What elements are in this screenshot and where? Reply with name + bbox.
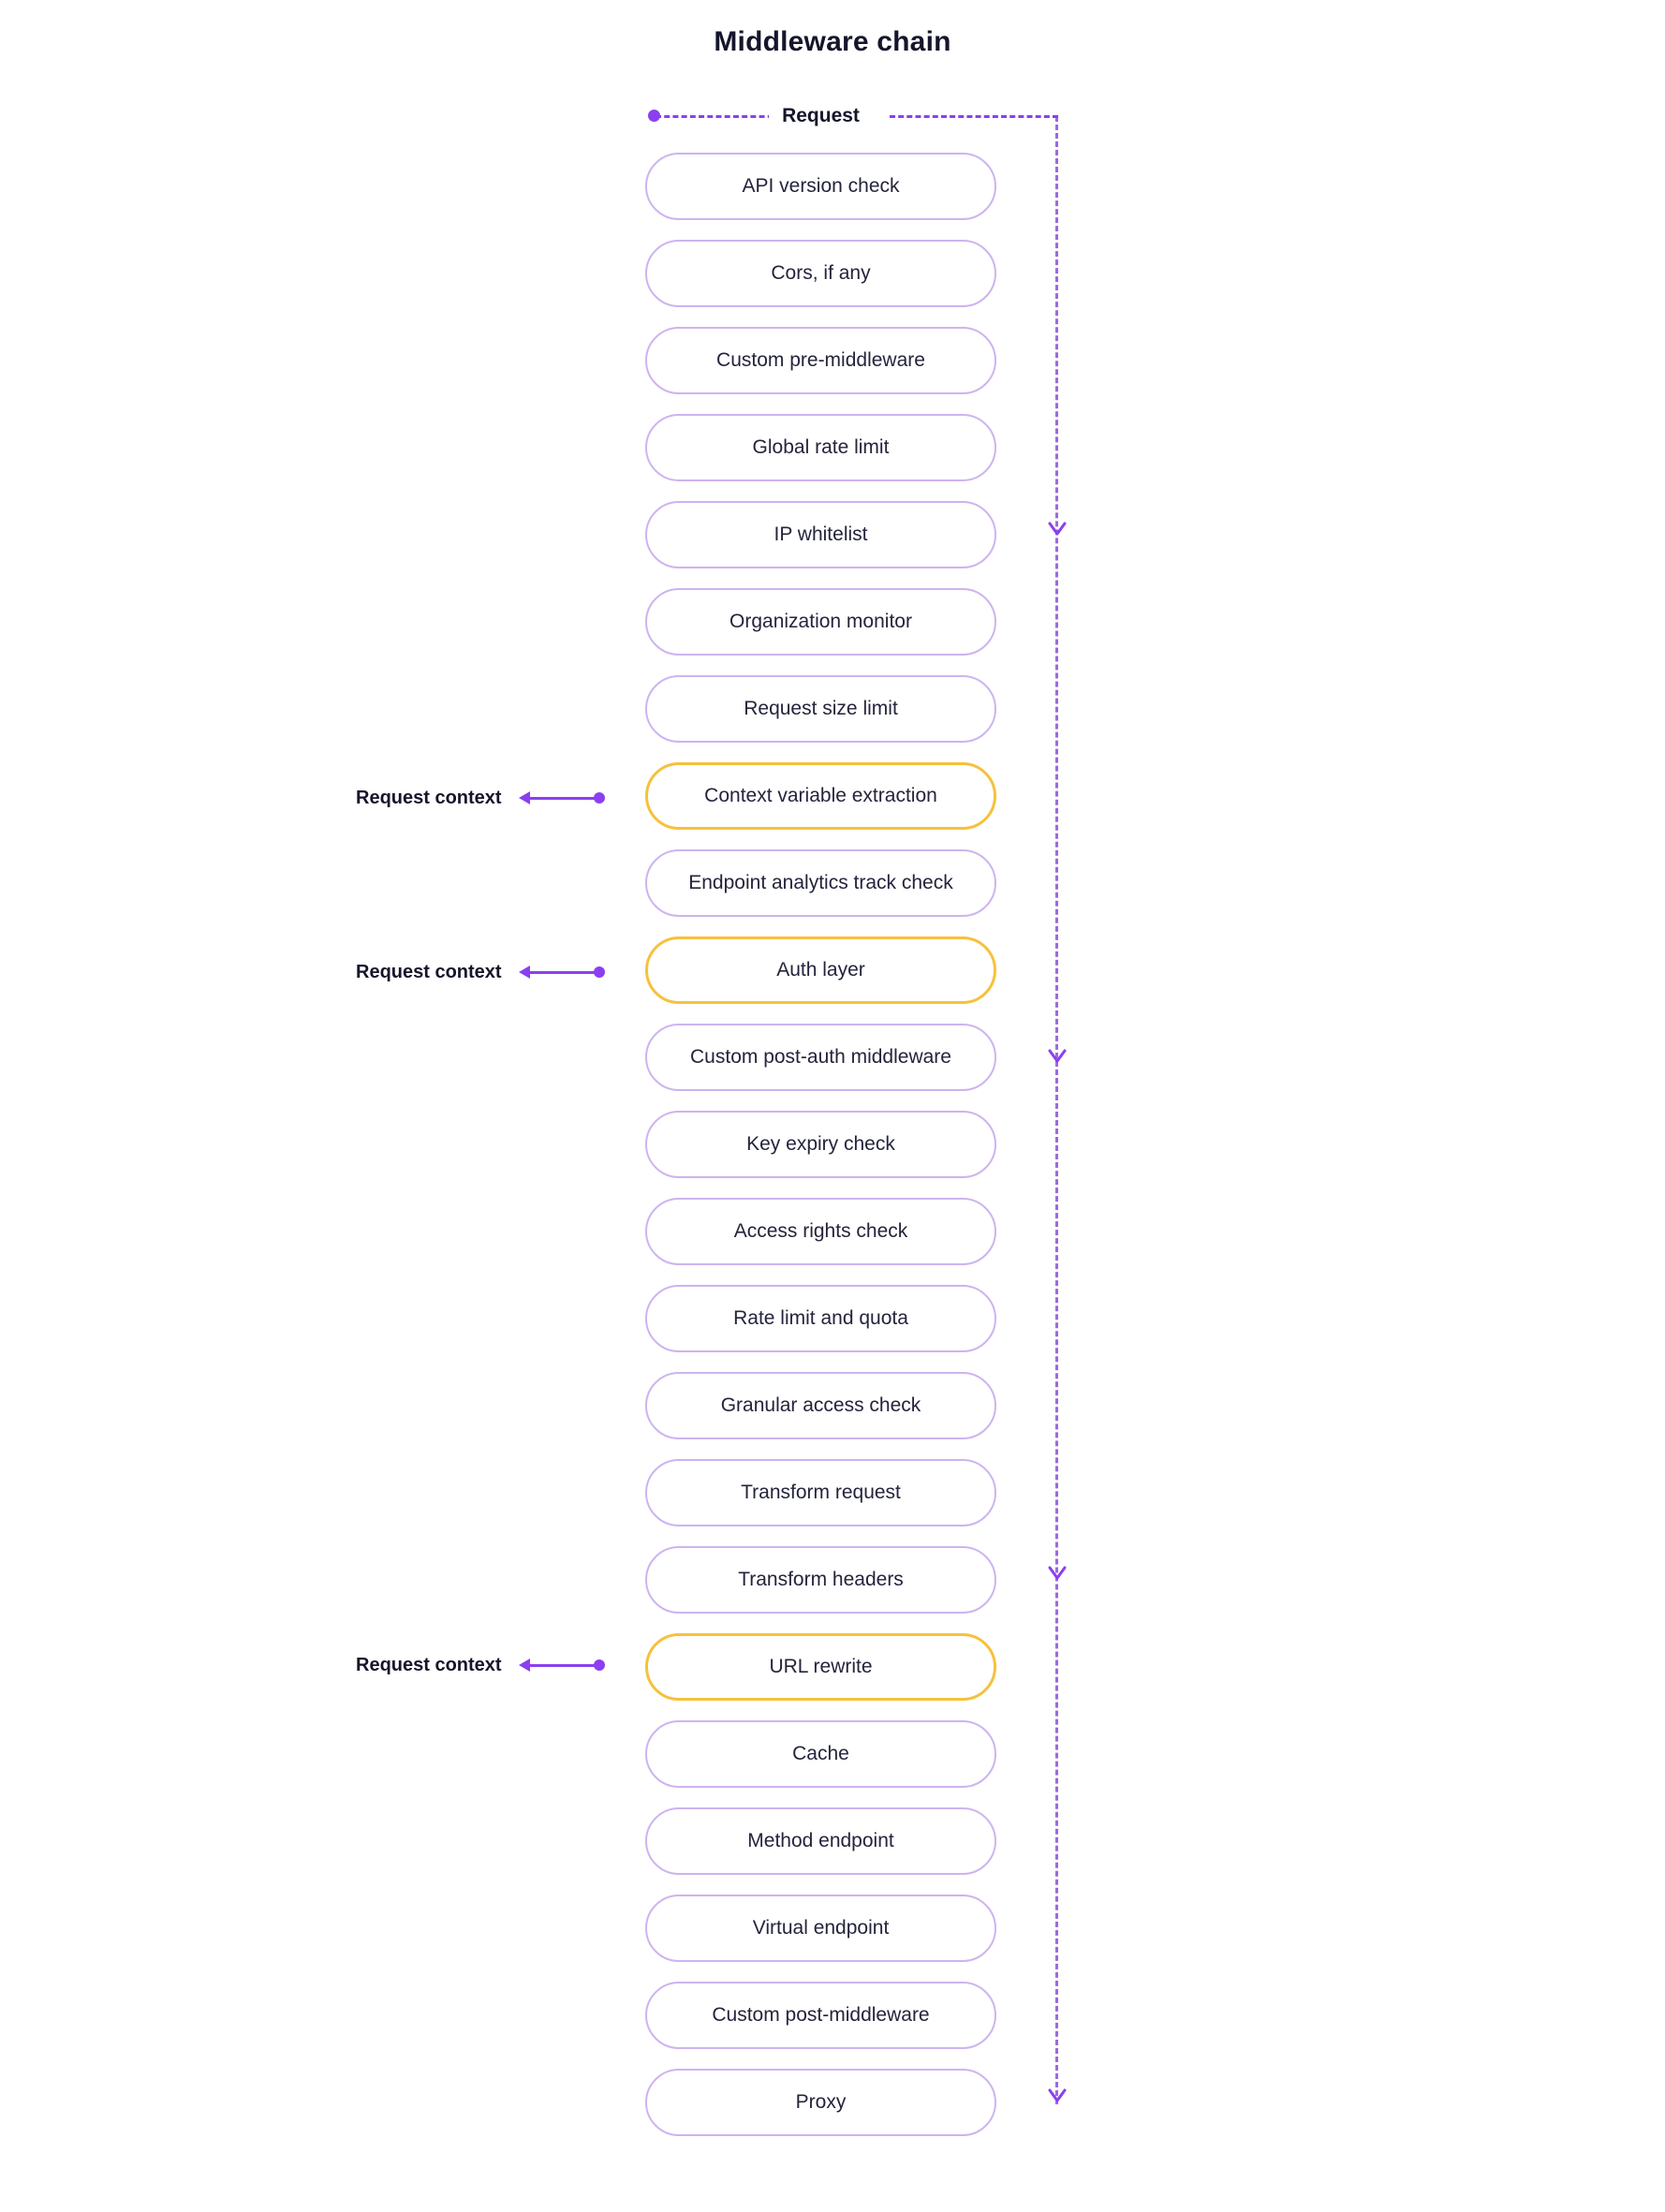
return-arrow-icon-1 bbox=[1044, 520, 1070, 538]
node-label: Access rights check bbox=[733, 1220, 908, 1242]
node-label: Organization monitor bbox=[729, 611, 912, 632]
request-label: Request bbox=[769, 105, 873, 127]
node-label: Method endpoint bbox=[747, 1830, 894, 1851]
request-dashed-line-right bbox=[890, 115, 1058, 120]
request-context-annotation-2: Request context bbox=[356, 958, 605, 986]
request-context-annotation-3: Request context bbox=[356, 1651, 605, 1679]
node-label: Rate limit and quota bbox=[733, 1307, 908, 1329]
node-label: Cors, if any bbox=[771, 262, 871, 284]
request-context-label: Request context bbox=[356, 1654, 502, 1675]
node-label: Proxy bbox=[795, 2091, 847, 2113]
middleware-node-key-expiry-check[interactable]: Key expiry check bbox=[645, 1111, 996, 1178]
middleware-node-custom-pre-middleware[interactable]: Custom pre-middleware bbox=[645, 327, 996, 394]
node-label: Endpoint analytics track check bbox=[688, 872, 953, 893]
return-arrow-icon-2 bbox=[1044, 1047, 1070, 1066]
middleware-node-request-size-limit[interactable]: Request size limit bbox=[645, 675, 996, 743]
return-arrow-icon-3 bbox=[1044, 1564, 1070, 1583]
middleware-node-api-version-check[interactable]: API version check bbox=[645, 153, 996, 220]
request-row: Request bbox=[645, 101, 996, 131]
arrow-left-icon bbox=[518, 1658, 605, 1673]
return-arrow-icon-4 bbox=[1044, 2087, 1070, 2105]
middleware-node-ip-whitelist[interactable]: IP whitelist bbox=[645, 501, 996, 568]
middleware-node-custom-post-auth-middleware[interactable]: Custom post-auth middleware bbox=[645, 1024, 996, 1091]
node-label: Context variable extraction bbox=[704, 785, 937, 806]
node-label: Transform headers bbox=[738, 1569, 904, 1590]
middleware-node-url-rewrite[interactable]: URL rewrite bbox=[645, 1633, 996, 1701]
node-label: Virtual endpoint bbox=[752, 1917, 890, 1939]
middleware-node-organization-monitor[interactable]: Organization monitor bbox=[645, 588, 996, 656]
middleware-node-cache[interactable]: Cache bbox=[645, 1720, 996, 1788]
middleware-node-transform-request[interactable]: Transform request bbox=[645, 1459, 996, 1526]
node-label: Custom pre-middleware bbox=[716, 349, 925, 371]
node-label: Request size limit bbox=[744, 698, 898, 719]
node-label: Custom post-auth middleware bbox=[690, 1046, 951, 1068]
middleware-node-global-rate-limit[interactable]: Global rate limit bbox=[645, 414, 996, 481]
node-label: Cache bbox=[792, 1743, 849, 1764]
node-label: Transform request bbox=[741, 1482, 901, 1503]
middleware-node-virtual-endpoint[interactable]: Virtual endpoint bbox=[645, 1895, 996, 1962]
middleware-node-custom-post-middleware[interactable]: Custom post-middleware bbox=[645, 1982, 996, 2049]
node-label: Global rate limit bbox=[752, 436, 890, 458]
arrow-left-icon bbox=[518, 965, 605, 980]
node-label: Key expiry check bbox=[746, 1133, 895, 1155]
middleware-chain: API version check Cors, if any Custom pr… bbox=[645, 153, 996, 2156]
request-context-annotation-1: Request context bbox=[356, 784, 605, 812]
response-return-line bbox=[1055, 116, 1060, 2104]
middleware-node-method-endpoint[interactable]: Method endpoint bbox=[645, 1807, 996, 1875]
page-title: Middleware chain bbox=[714, 26, 951, 57]
middleware-node-transform-headers[interactable]: Transform headers bbox=[645, 1546, 996, 1614]
middleware-node-context-variable-extraction[interactable]: Context variable extraction bbox=[645, 762, 996, 830]
node-label: Auth layer bbox=[776, 959, 865, 981]
request-context-label: Request context bbox=[356, 961, 502, 982]
middleware-node-cors[interactable]: Cors, if any bbox=[645, 240, 996, 307]
middleware-node-endpoint-analytics-track-check[interactable]: Endpoint analytics track check bbox=[645, 849, 996, 917]
request-origin-dot bbox=[648, 110, 660, 122]
middleware-node-proxy[interactable]: Proxy bbox=[645, 2069, 996, 2136]
arrow-left-icon bbox=[518, 790, 605, 805]
request-dashed-line-left bbox=[656, 115, 782, 120]
node-label: API version check bbox=[742, 175, 900, 197]
middleware-node-auth-layer[interactable]: Auth layer bbox=[645, 936, 996, 1004]
middleware-node-granular-access-check[interactable]: Granular access check bbox=[645, 1372, 996, 1439]
node-label: Custom post-middleware bbox=[712, 2004, 930, 2026]
request-context-label: Request context bbox=[356, 787, 502, 808]
node-label: URL rewrite bbox=[769, 1656, 873, 1677]
node-label: Granular access check bbox=[720, 1394, 921, 1416]
middleware-node-rate-limit-and-quota[interactable]: Rate limit and quota bbox=[645, 1285, 996, 1352]
middleware-node-access-rights-check[interactable]: Access rights check bbox=[645, 1198, 996, 1265]
node-label: IP whitelist bbox=[774, 524, 868, 545]
